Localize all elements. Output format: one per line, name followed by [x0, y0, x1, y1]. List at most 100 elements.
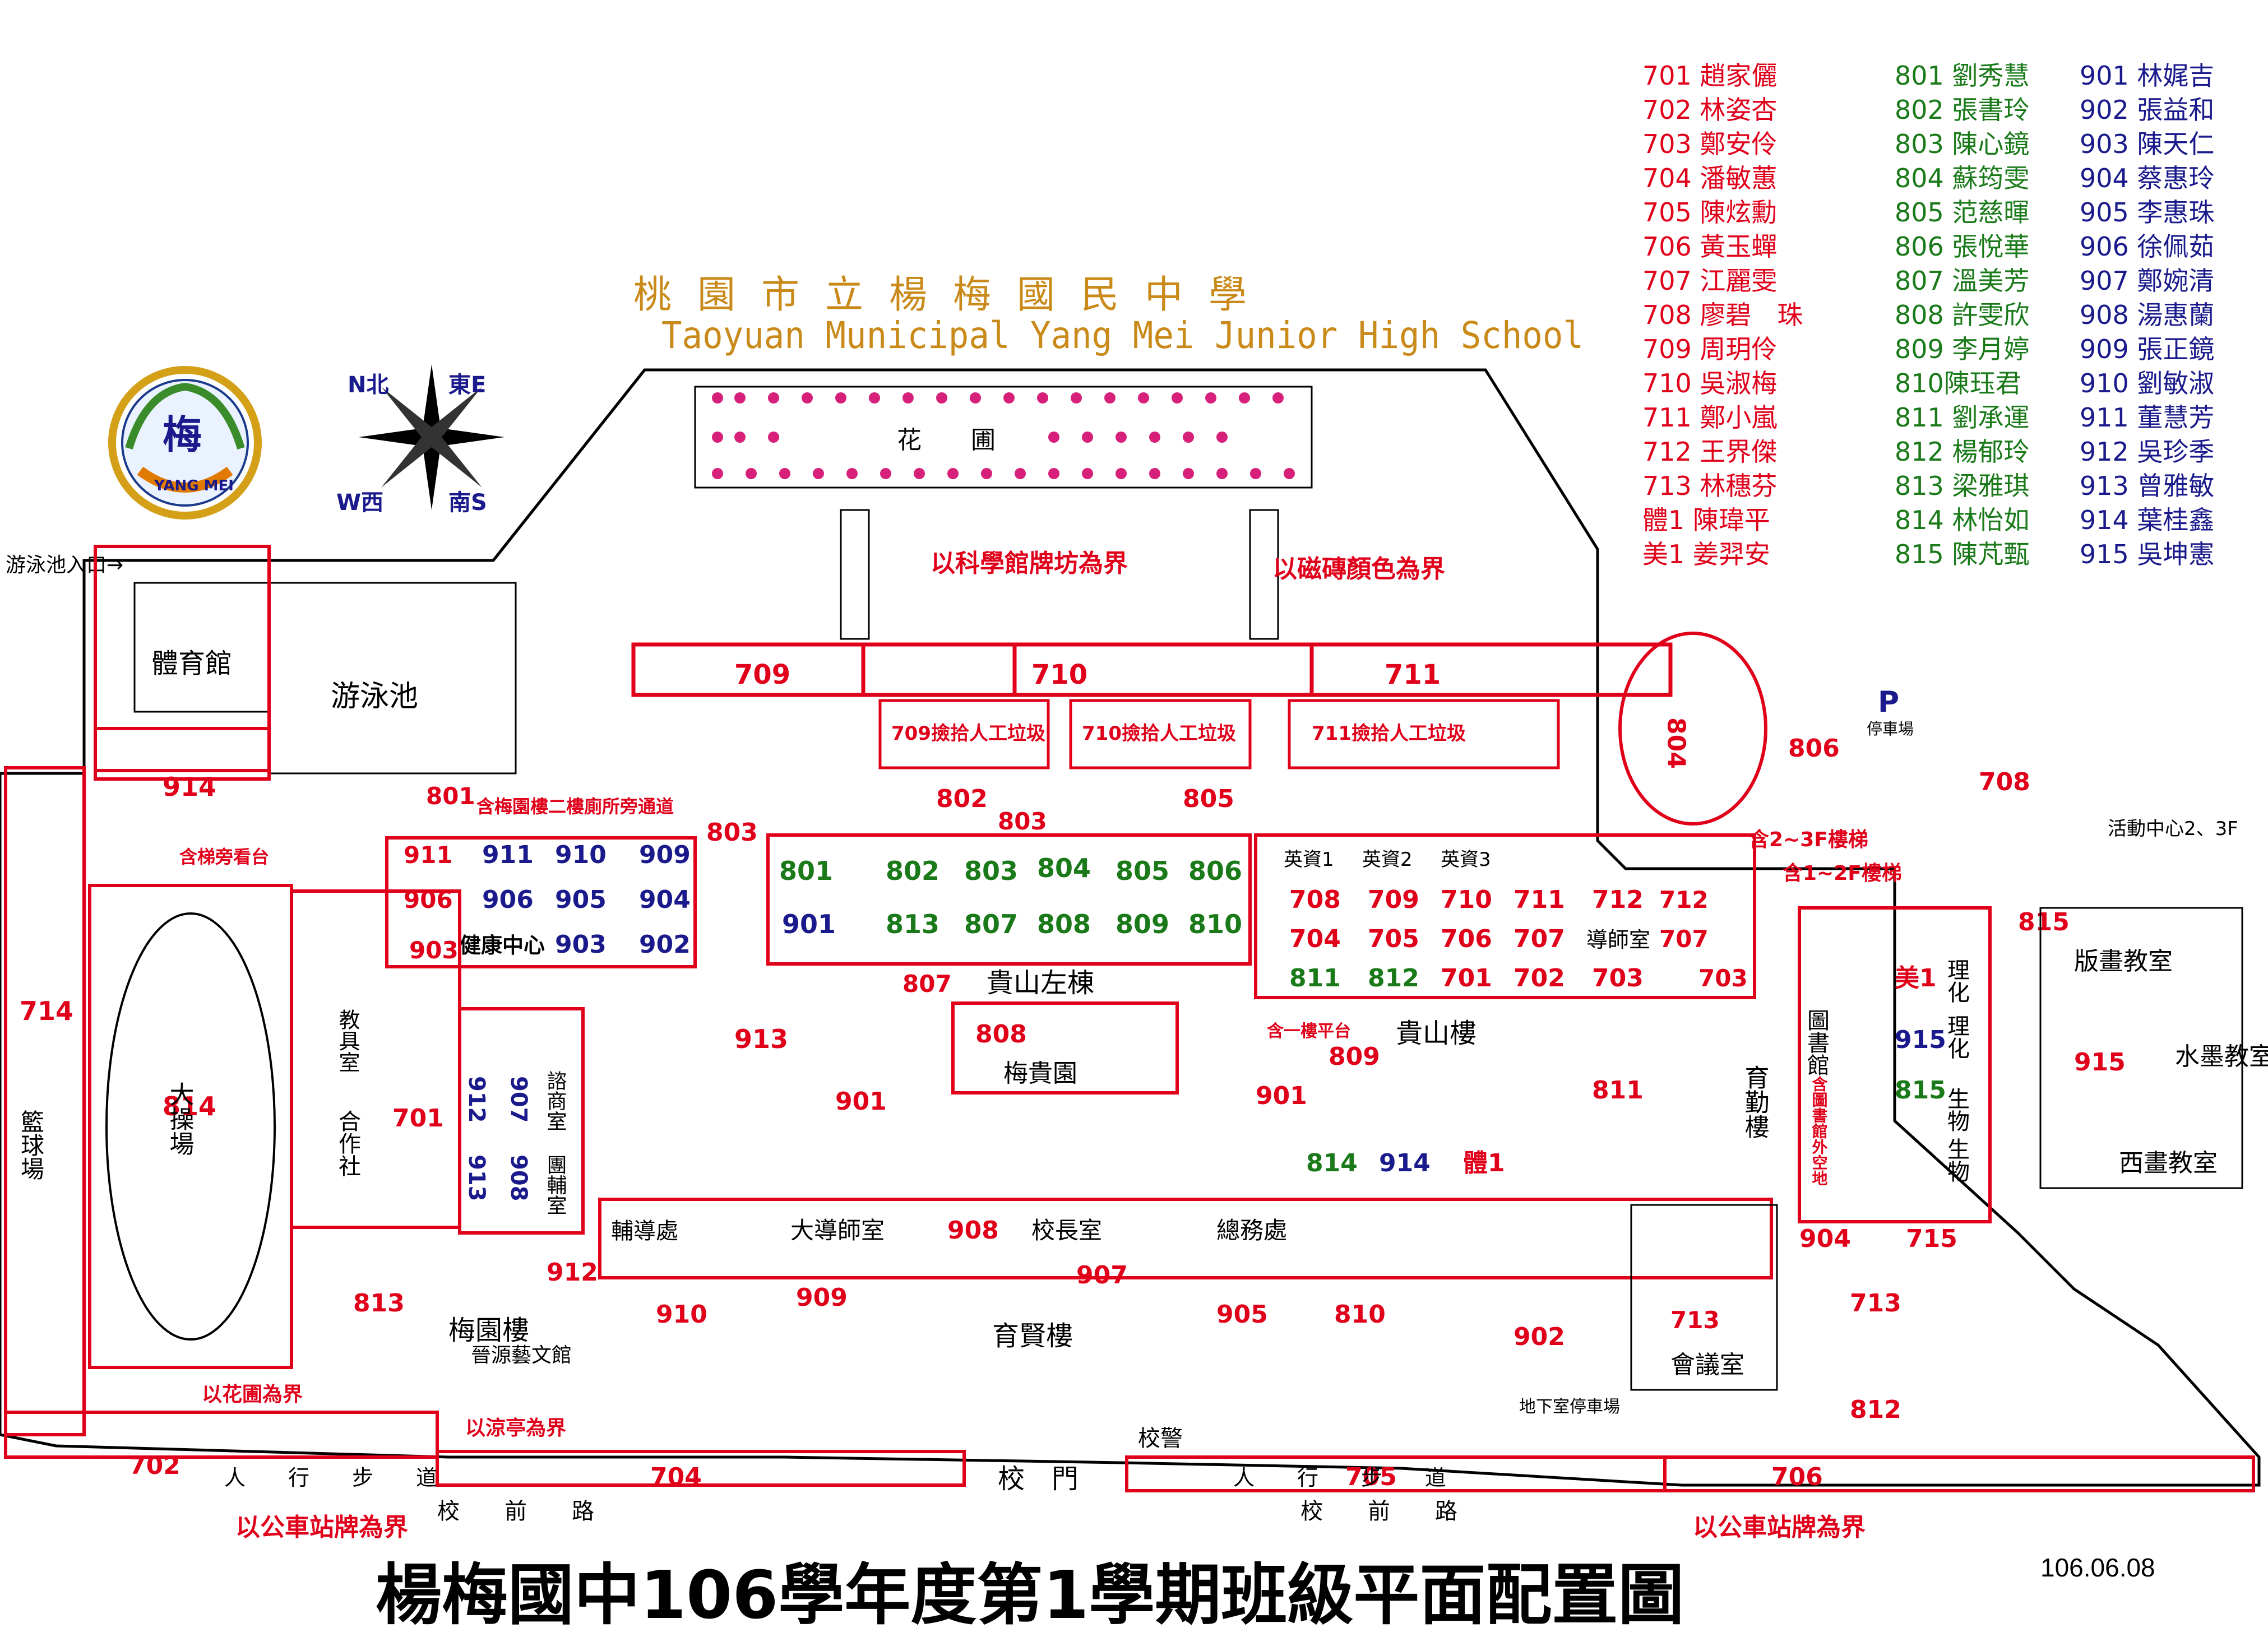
- svg-text:706: 706: [1441, 925, 1492, 953]
- compass-w: W西: [336, 490, 383, 516]
- label-813: 813: [353, 1289, 405, 1318]
- legend-row: 807 溫美芳: [1895, 266, 2030, 296]
- label-902: 902: [1513, 1323, 1565, 1351]
- pool-label: 游泳池: [331, 680, 418, 713]
- zone-709: [631, 642, 1017, 697]
- bus-right-note: 以公車站牌為界: [1693, 1513, 1866, 1542]
- counsel-label: 諮商室: [544, 1070, 567, 1131]
- label-809: 809: [1329, 1042, 1380, 1071]
- guard-label: 校警: [1138, 1426, 1183, 1451]
- trash-709-zone: [878, 699, 1050, 769]
- label-704: 704: [650, 1463, 702, 1491]
- label-914-top: 914: [163, 772, 216, 802]
- legend-row: 905 李惠珠: [2080, 197, 2215, 228]
- art-block: [2039, 907, 2243, 1189]
- ink-room: 水墨教室: [2175, 1042, 2268, 1071]
- gui-building-label: 貴山樓: [1396, 1018, 1476, 1049]
- music-block: [1630, 1204, 1778, 1391]
- label-909: 909: [796, 1283, 848, 1312]
- legend-row: 911 董慧芳: [2080, 402, 2215, 433]
- svg-text:807: 807: [964, 909, 1018, 939]
- garden-flowers: [712, 392, 1295, 479]
- label-910: 910: [656, 1300, 707, 1329]
- label-913: 913: [734, 1024, 788, 1054]
- front-road-left: 校 前 路: [437, 1499, 594, 1524]
- top-garden: [694, 386, 1313, 489]
- zone-706: [1663, 1455, 2255, 1492]
- legend-row: 909 張正鏡: [2080, 334, 2215, 364]
- legend-row: 703 鄭安伶: [1642, 129, 1778, 159]
- label-802-road: 802: [936, 785, 988, 813]
- toilet-note: 含梅園樓二樓廁所旁通道: [476, 796, 674, 817]
- label-815-arrow: 815: [2018, 908, 2070, 936]
- svg-text:703: 703: [1592, 964, 1644, 993]
- label-708-r: 708: [1979, 768, 2030, 796]
- zone-702: [4, 1411, 439, 1459]
- label-701-left: 701: [392, 1104, 444, 1133]
- meiyuan-building-label: 梅園樓: [448, 1315, 529, 1346]
- admin-big-teacher: 大導師室: [790, 1217, 885, 1244]
- svg-text:809: 809: [1116, 909, 1169, 939]
- label-713-arrow: 713: [1850, 1289, 1901, 1318]
- school-logo: [108, 366, 262, 520]
- legend-row: 體1 陳瑋平: [1642, 505, 1770, 535]
- svg-text:712: 712: [1592, 885, 1644, 914]
- svg-text:704: 704: [1289, 925, 1341, 953]
- svg-text:904: 904: [639, 885, 691, 914]
- zone-914-top: [94, 727, 271, 781]
- svg-text:707: 707: [1513, 925, 1565, 953]
- garden-border-note: 以花圃為界: [202, 1383, 303, 1406]
- compass-e: 東E: [448, 372, 486, 398]
- legend-row: 912 吳珍季: [2080, 437, 2215, 467]
- label-915-art: 915: [2074, 1048, 2126, 1077]
- svg-text:801: 801: [779, 856, 833, 886]
- label-703-side: 703: [1698, 964, 1748, 992]
- label-907: 907: [1076, 1261, 1128, 1290]
- legend-row: 713 林穗芬: [1642, 471, 1778, 501]
- label-806: 806: [1788, 734, 1840, 763]
- yuqin-label: 育勤樓: [1741, 1065, 1769, 1139]
- vert-907: 907: [506, 1076, 531, 1123]
- print-room: 版畫教室: [2074, 947, 2173, 976]
- trash-710-label: 710撿拾人工垃圾: [1082, 722, 1236, 745]
- svg-text:804: 804: [1037, 853, 1091, 883]
- library-label: 圖書館: [1803, 1009, 1829, 1076]
- label-807: 807: [902, 970, 952, 998]
- svg-text:英資3: 英資3: [1441, 848, 1491, 871]
- label-814-south: 814: [1306, 1149, 1358, 1177]
- zone-704: [436, 1450, 966, 1487]
- coop-label: 合作社: [335, 1110, 360, 1177]
- legend-row: 701 趙家儷: [1642, 61, 1778, 91]
- health-center-label: 健康中心: [460, 933, 545, 958]
- legend-row: 908 湯惠蘭: [2080, 300, 2215, 330]
- parking-label: 停車場: [1867, 720, 1914, 738]
- group-counsel-label: 團輔室: [544, 1154, 567, 1215]
- zone-gym-red: [94, 545, 271, 772]
- label-908: 908: [947, 1216, 999, 1245]
- legend-row: 813 梁雅琪: [1895, 471, 2030, 501]
- label-705: 705: [1345, 1463, 1397, 1491]
- svg-text:813: 813: [886, 909, 939, 939]
- legend-row: 910 劉敏淑: [2080, 368, 2215, 398]
- compass-s: 南S: [448, 490, 487, 516]
- legend-row: 907 鄭婉清: [2080, 266, 2215, 296]
- label-901-south: 901: [835, 1087, 887, 1116]
- label-ti1: 體1: [1463, 1149, 1505, 1177]
- svg-text:810: 810: [1188, 909, 1242, 939]
- yuxian-label: 育賢樓: [992, 1320, 1073, 1352]
- svg-text:709: 709: [1368, 885, 1419, 914]
- label-808: 808: [975, 1020, 1027, 1049]
- label-905: 905: [1216, 1300, 1268, 1329]
- legend-row: 814 林怡如: [1895, 505, 2030, 535]
- legend-row: 914 葉桂鑫: [2080, 505, 2215, 535]
- pavilion-border-note: 以涼亭為界: [465, 1417, 566, 1440]
- svg-text:811: 811: [1289, 964, 1341, 993]
- svg-text:802: 802: [886, 856, 939, 886]
- label-803-top: 803: [706, 818, 758, 847]
- zone-804-circle: [1618, 632, 1767, 826]
- vert-912: 912: [464, 1076, 489, 1123]
- platform-note: 含一樓平台: [1267, 1022, 1351, 1041]
- teaching-aids-label: 教具室: [335, 1009, 360, 1073]
